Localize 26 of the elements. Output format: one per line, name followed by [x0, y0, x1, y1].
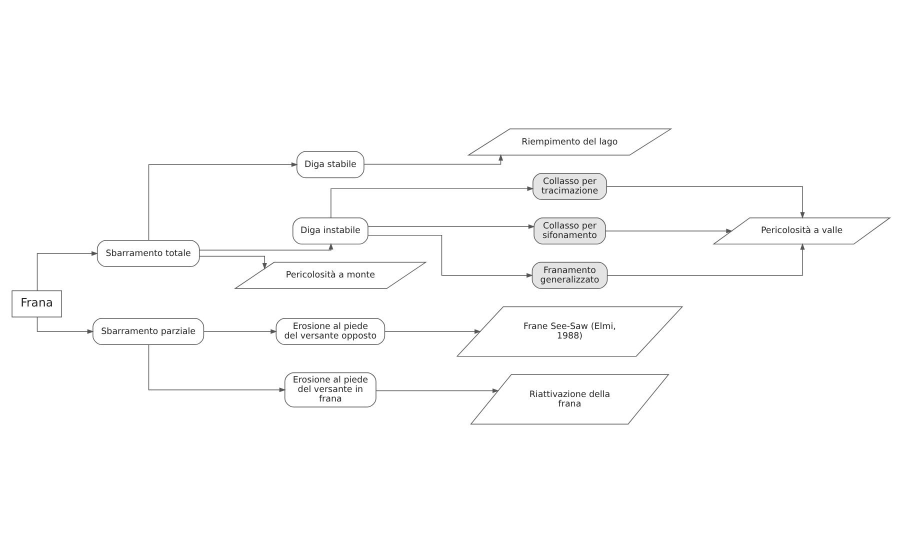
node-box: Sbarramento parziale — [92, 318, 204, 345]
arrow — [364, 154, 504, 165]
arrow — [36, 251, 98, 291]
arrow — [368, 224, 535, 229]
arrow — [330, 186, 534, 218]
node-box: Diga instabile — [292, 217, 368, 244]
node-box: Collasso per sifonamento — [534, 217, 606, 244]
arrow — [36, 316, 94, 334]
arrow — [148, 162, 298, 241]
node-box: Erosione al piede del versante opposto — [276, 318, 386, 345]
arrow — [199, 242, 334, 250]
arrow — [376, 388, 500, 394]
node-box: Diga stabile — [296, 151, 364, 178]
arrow — [199, 256, 267, 270]
node-box: Collasso per tracimazione — [532, 173, 607, 200]
node-box: Erosione al piede del versante in frana — [284, 372, 376, 408]
arrow — [384, 329, 482, 334]
arrow — [605, 228, 733, 234]
node-box: Sbarramento totale — [96, 240, 200, 268]
arrow — [204, 329, 278, 334]
node-box: Franamento generalizzato — [532, 262, 608, 289]
arrow — [606, 186, 805, 219]
arrow — [148, 344, 286, 392]
node-box: Frana — [12, 290, 62, 318]
arrow — [368, 234, 534, 278]
arrow — [607, 243, 805, 276]
